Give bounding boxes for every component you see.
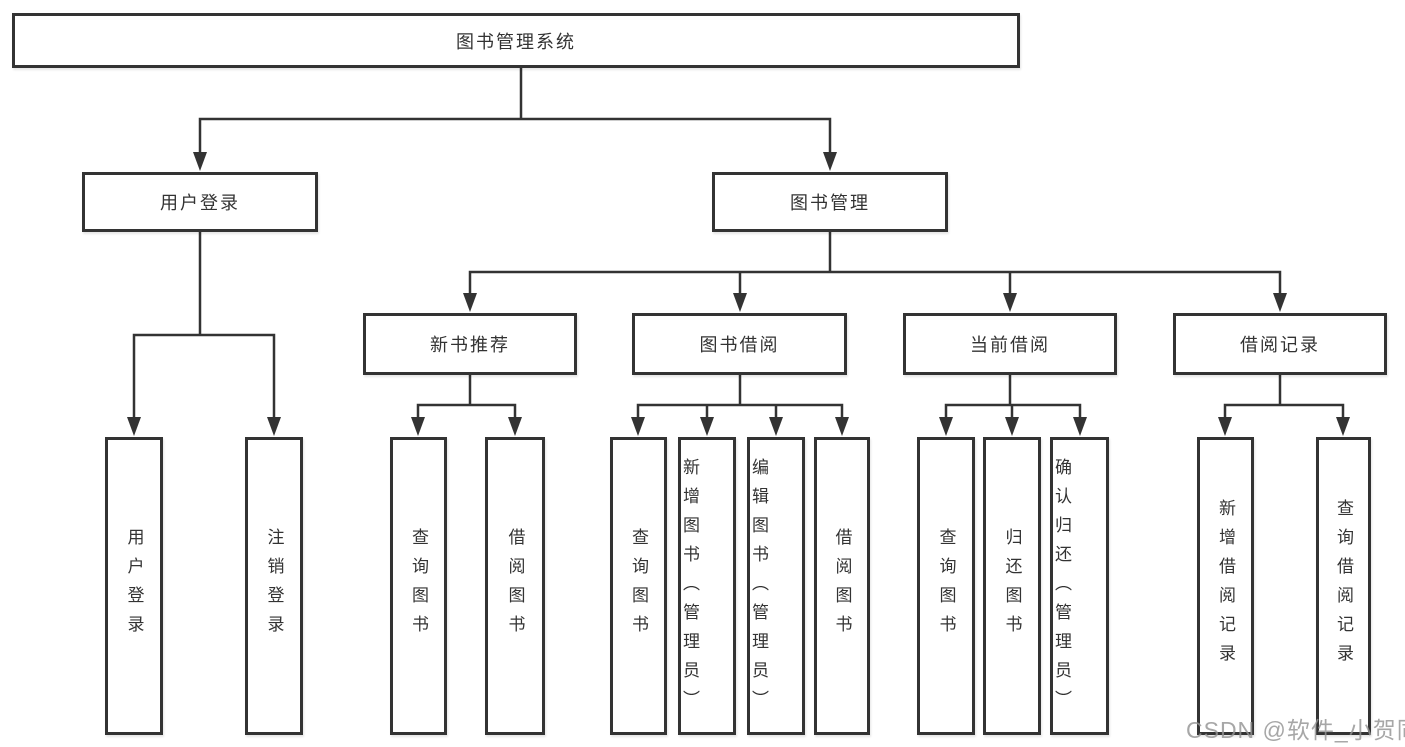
leaf-edit-books-admin: 编辑图书（管理员）: [747, 437, 805, 735]
leaf-logout-label: 注销登录: [264, 528, 284, 644]
leaf-return-books: 归还图书: [983, 437, 1041, 735]
node-book-borrowing-label: 图书借阅: [699, 335, 780, 355]
leaf-logout: 注销登录: [245, 437, 303, 735]
leaf-add-borrow-record: 新增借阅记录: [1197, 437, 1254, 735]
node-library-system: 图书管理系统: [12, 13, 1020, 68]
leaf-confirm-return-admin: 确认归还（管理员）: [1050, 437, 1109, 735]
leaf-query-books-recommend: 查询图书: [390, 437, 447, 735]
leaf-borrow-books-recommend-label: 借阅图书: [505, 528, 525, 644]
leaf-query-borrow-record: 查询借阅记录: [1316, 437, 1371, 735]
leaf-query-books-current: 查询图书: [917, 437, 975, 735]
node-new-book-recommend-label: 新书推荐: [430, 335, 510, 355]
node-user-login: 用户登录: [82, 172, 318, 232]
node-book-management-label: 图书管理: [790, 193, 870, 213]
leaf-add-books-admin: 新增图书（管理员）: [678, 437, 736, 735]
leaf-query-borrow-record-label: 查询借阅记录: [1334, 499, 1353, 673]
node-new-book-recommend: 新书推荐: [363, 313, 577, 375]
node-library-system-label: 图书管理系统: [456, 31, 576, 52]
node-current-borrowing: 当前借阅: [903, 313, 1117, 375]
node-book-management: 图书管理: [712, 172, 948, 232]
node-user-login-label: 用户登录: [160, 193, 240, 213]
leaf-query-books-borrowing-label: 查询图书: [629, 528, 648, 644]
leaf-add-books-admin-label: 新增图书（管理员）: [680, 458, 699, 719]
leaf-return-books-label: 归还图书: [1002, 528, 1022, 644]
leaf-user-login: 用户登录: [105, 437, 163, 735]
leaf-borrow-books-label: 借阅图书: [832, 528, 852, 644]
leaf-borrow-books-recommend: 借阅图书: [485, 437, 545, 735]
leaf-query-books-current-label: 查询图书: [936, 528, 956, 644]
leaf-query-books-borrowing: 查询图书: [610, 437, 667, 735]
node-borrowing-records: 借阅记录: [1173, 313, 1387, 375]
leaf-add-borrow-record-label: 新增借阅记录: [1216, 499, 1235, 673]
leaf-confirm-return-admin-label: 确认归还（管理员）: [1052, 458, 1071, 719]
watermark-text: CSDN @软件_小贺同学: [1186, 717, 1405, 743]
leaf-query-books-recommend-label: 查询图书: [409, 528, 428, 644]
leaf-user-login-label: 用户登录: [124, 528, 144, 644]
node-book-borrowing: 图书借阅: [632, 313, 847, 375]
leaf-borrow-books: 借阅图书: [814, 437, 870, 735]
node-borrowing-records-label: 借阅记录: [1240, 335, 1320, 355]
node-current-borrowing-label: 当前借阅: [970, 335, 1050, 355]
leaf-edit-books-admin-label: 编辑图书（管理员）: [749, 458, 768, 719]
